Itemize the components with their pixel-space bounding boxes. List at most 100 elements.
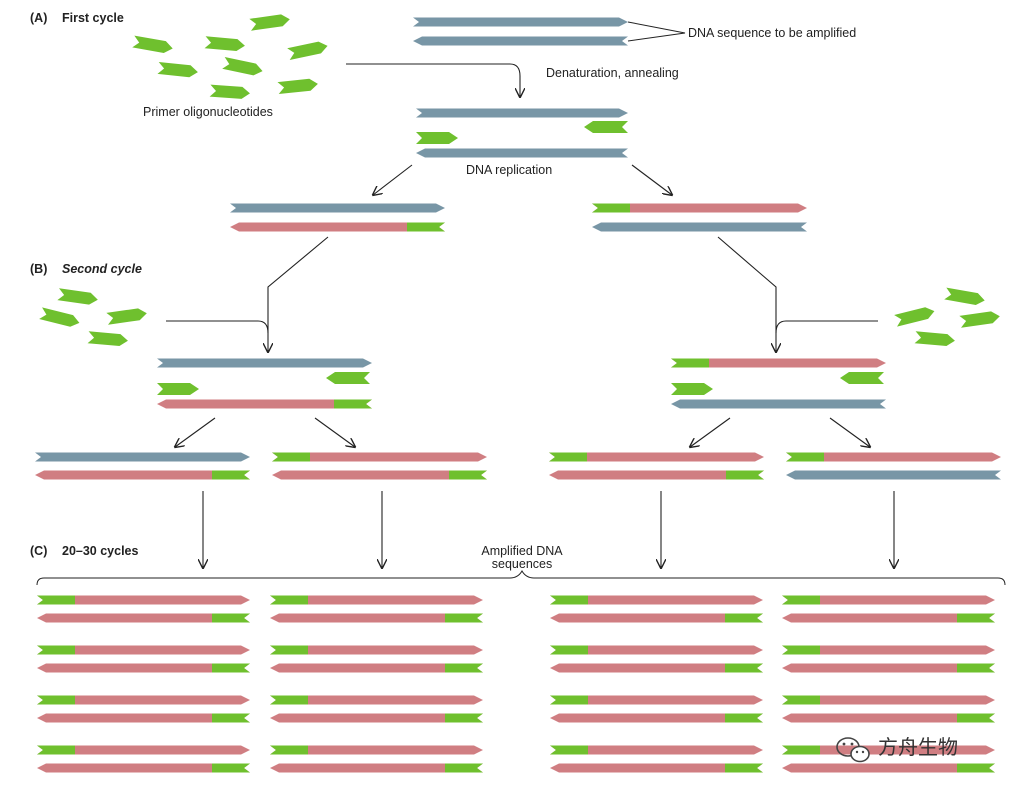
dna-strand bbox=[37, 645, 250, 655]
dna-strand bbox=[592, 222, 807, 232]
primer-segment bbox=[550, 595, 588, 605]
dna-strand bbox=[37, 763, 250, 773]
primer-shape bbox=[204, 36, 245, 52]
section-c-title: 20–30 cycles bbox=[62, 544, 139, 558]
primer-shape bbox=[222, 56, 263, 76]
primer-segment bbox=[782, 645, 820, 655]
primer-segment bbox=[957, 713, 995, 723]
dna-strand bbox=[413, 36, 628, 46]
free-primer bbox=[959, 311, 1000, 328]
free-primer bbox=[132, 35, 173, 53]
primer-shape bbox=[106, 308, 147, 325]
dna-strand bbox=[37, 613, 250, 623]
dna-strand bbox=[416, 148, 628, 158]
free-primer-group bbox=[39, 14, 1000, 347]
dna-strand bbox=[782, 695, 995, 705]
amplified-brace bbox=[36, 569, 1006, 586]
dna-strand bbox=[550, 645, 763, 655]
dna-strand bbox=[782, 663, 995, 673]
denaturation-label: Denaturation, annealing bbox=[546, 66, 679, 80]
dna-label-bracket bbox=[627, 21, 686, 42]
primer-shape bbox=[249, 14, 290, 31]
dna-strand bbox=[550, 663, 763, 673]
primer-segment bbox=[270, 745, 308, 755]
free-primer bbox=[39, 307, 80, 327]
primer-shape bbox=[57, 288, 98, 305]
free-primer bbox=[204, 36, 245, 52]
primer-segment bbox=[786, 452, 824, 462]
primer-segment bbox=[37, 745, 75, 755]
section-b-letter: (B) bbox=[30, 262, 47, 276]
section-a-letter: (A) bbox=[30, 11, 47, 25]
dna-to-amplify-label: DNA sequence to be amplified bbox=[688, 26, 856, 40]
connectors bbox=[166, 63, 894, 568]
primer-shape bbox=[277, 78, 318, 95]
dna-strand bbox=[550, 695, 763, 705]
primer-segment bbox=[212, 613, 250, 623]
primer-segment bbox=[957, 613, 995, 623]
primer-segment bbox=[212, 713, 250, 723]
dna-strand bbox=[416, 108, 628, 118]
primer-segment bbox=[782, 745, 820, 755]
primer-segment bbox=[270, 645, 308, 655]
primer-segment bbox=[212, 763, 250, 773]
dna-strand bbox=[550, 613, 763, 623]
primer-segment bbox=[550, 695, 588, 705]
dna-strand bbox=[782, 745, 995, 755]
dna-strand bbox=[37, 745, 250, 755]
annealed-primer bbox=[671, 383, 713, 395]
primer-segment bbox=[445, 613, 483, 623]
dna-strand bbox=[549, 470, 764, 480]
primer-segment bbox=[272, 452, 310, 462]
primer-shape bbox=[894, 307, 935, 327]
primer-segment bbox=[725, 763, 763, 773]
dna-strand bbox=[37, 713, 250, 723]
free-primer bbox=[106, 308, 147, 325]
free-primer bbox=[944, 287, 985, 305]
annealed-primer bbox=[584, 121, 628, 133]
dna-strand bbox=[270, 595, 483, 605]
dna-strand bbox=[550, 595, 763, 605]
dna-strand bbox=[270, 663, 483, 673]
primer-shape bbox=[39, 307, 80, 327]
primer-segment bbox=[725, 713, 763, 723]
dna-strand bbox=[37, 663, 250, 673]
free-primer bbox=[157, 61, 198, 78]
dna-strand bbox=[782, 713, 995, 723]
dna-strand-group bbox=[35, 17, 1001, 773]
amplified-label-line1: Amplified DNA bbox=[481, 544, 563, 558]
primer-shape bbox=[914, 331, 955, 347]
dna-strand bbox=[272, 470, 487, 480]
dna-strand bbox=[549, 452, 764, 462]
dna-strand bbox=[230, 222, 445, 232]
dna-strand bbox=[157, 399, 372, 409]
primer-segment bbox=[549, 452, 587, 462]
primer-segment bbox=[445, 713, 483, 723]
annealed-primer bbox=[157, 383, 199, 395]
free-primer bbox=[209, 84, 250, 99]
primer-shape bbox=[157, 61, 198, 78]
dna-strand bbox=[37, 695, 250, 705]
watermark: 方舟生物 bbox=[836, 735, 958, 763]
primer-segment bbox=[212, 663, 250, 673]
primer-shape bbox=[287, 41, 328, 61]
primer-shape bbox=[959, 311, 1000, 328]
primer-segment bbox=[957, 663, 995, 673]
primer-shape bbox=[87, 331, 128, 347]
free-primer bbox=[287, 41, 328, 61]
dna-strand bbox=[230, 203, 445, 213]
dna-strand bbox=[782, 595, 995, 605]
annealed-primer bbox=[326, 372, 370, 384]
primer-segment bbox=[725, 663, 763, 673]
watermark-text: 方舟生物 bbox=[878, 735, 958, 759]
free-primer bbox=[87, 331, 128, 347]
dna-strand bbox=[35, 470, 250, 480]
dna-strand bbox=[786, 452, 1001, 462]
primer-segment bbox=[270, 695, 308, 705]
replication-label: DNA replication bbox=[466, 163, 552, 177]
primer-segment bbox=[37, 695, 75, 705]
dna-strand bbox=[157, 358, 372, 368]
free-primer bbox=[914, 331, 955, 347]
free-primer bbox=[57, 288, 98, 305]
dna-strand bbox=[550, 745, 763, 755]
